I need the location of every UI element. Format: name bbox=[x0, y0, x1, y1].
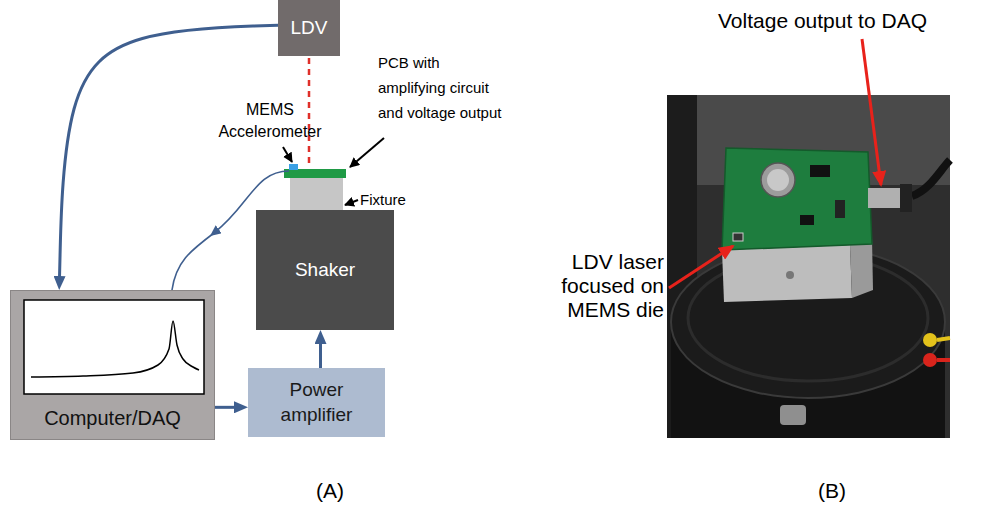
part-label: LDV laser focused on MEMS die bbox=[556, 250, 664, 322]
amplifier-box: Power amplifier bbox=[248, 368, 385, 437]
signal-wire bbox=[172, 233, 214, 290]
photo-background bbox=[667, 95, 950, 438]
battery-holder bbox=[761, 163, 795, 197]
banana-plug bbox=[923, 353, 937, 367]
leader-arrow bbox=[283, 147, 292, 162]
pointer-arrow bbox=[862, 39, 881, 185]
part-label: Voltage output to DAQ bbox=[718, 8, 927, 34]
panel-letter: (A) bbox=[316, 478, 344, 504]
screen-frame bbox=[24, 300, 204, 394]
mems-chip bbox=[289, 164, 298, 170]
chip bbox=[810, 165, 830, 177]
node-text: Shaker bbox=[295, 258, 355, 283]
signal-arrow bbox=[319, 337, 322, 368]
cable bbox=[937, 338, 950, 340]
cable bbox=[937, 358, 950, 362]
chip bbox=[835, 200, 845, 218]
node-text: Power amplifier bbox=[267, 378, 367, 427]
bnc-connector bbox=[868, 188, 904, 208]
pointer-arrow bbox=[669, 246, 733, 288]
shaker-box: Shaker bbox=[256, 210, 394, 330]
signal-arrow bbox=[215, 406, 241, 409]
pcb-board bbox=[722, 148, 872, 250]
node-text: LDV bbox=[291, 16, 328, 41]
pcb-board bbox=[284, 169, 346, 178]
fixture-block bbox=[290, 178, 343, 211]
screw bbox=[786, 271, 794, 279]
panel-letter: (B) bbox=[818, 478, 846, 504]
monitor-screen bbox=[23, 299, 205, 395]
computer-box: Computer/DAQ bbox=[10, 290, 215, 440]
fixture-block bbox=[722, 245, 852, 302]
node-text: Computer/DAQ bbox=[44, 405, 181, 431]
mems-chip bbox=[733, 233, 743, 241]
part-label: Fixture bbox=[360, 190, 406, 210]
instrument-box: LDV bbox=[278, 0, 340, 56]
banana-plug bbox=[923, 333, 937, 347]
chip bbox=[800, 215, 814, 225]
shaker-photo bbox=[667, 95, 950, 438]
part-label: PCB with amplifying circuit and voltage … bbox=[378, 50, 506, 125]
shaker-knob bbox=[780, 405, 806, 425]
laser-beam bbox=[308, 58, 311, 165]
cable bbox=[912, 160, 950, 196]
shaker-top bbox=[671, 246, 945, 398]
signal-arrow bbox=[59, 25, 278, 283]
part-label: MEMS Accelerometer bbox=[215, 99, 325, 143]
leader-arrow bbox=[350, 138, 384, 167]
resonance-curve bbox=[31, 321, 199, 377]
battery-holder bbox=[767, 169, 789, 191]
fixture-block bbox=[850, 238, 873, 298]
leader-arrow bbox=[345, 200, 358, 205]
bnc-connector bbox=[900, 184, 912, 212]
